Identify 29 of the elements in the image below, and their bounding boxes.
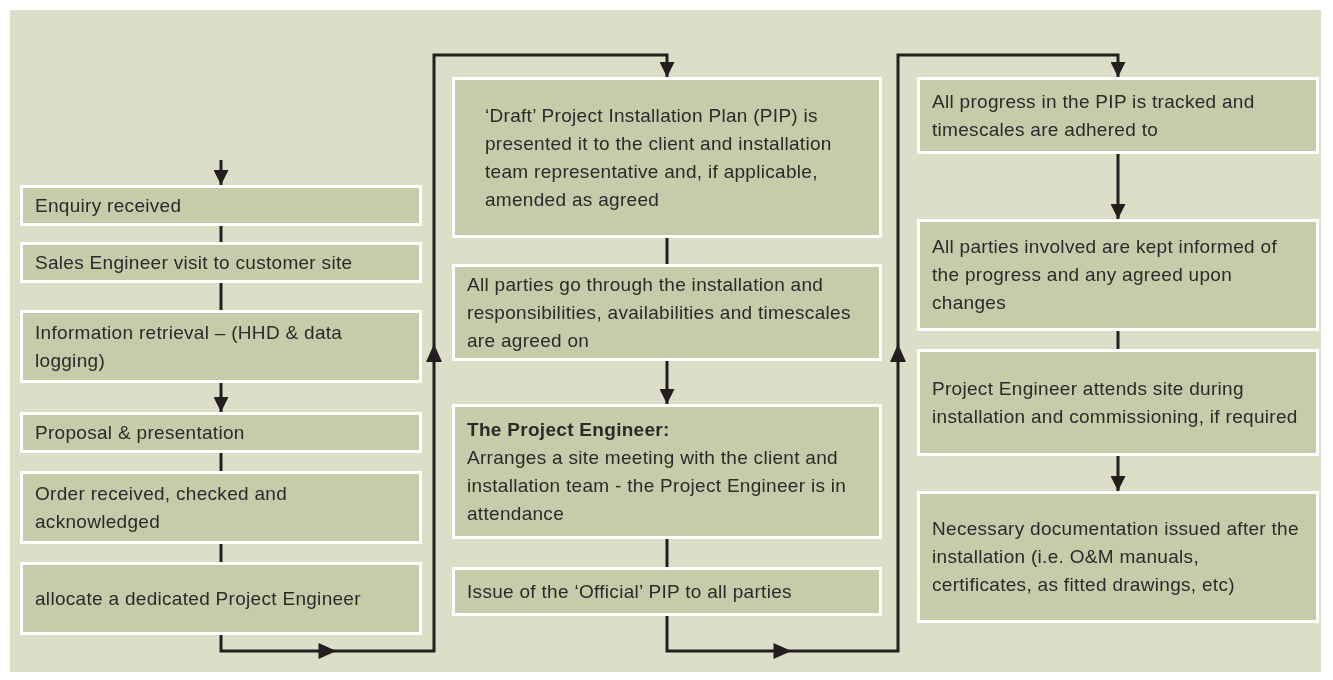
box-heading: The Project Engineer: — [467, 417, 671, 442]
process-box — [20, 310, 422, 383]
process-box — [20, 471, 422, 544]
step-text: ‘Draft’ Project Installation Plan (PIP) is presented it to the client and installation team representative and, if applicable, amended as agreed — [485, 103, 833, 212]
step-text: Sales Engineer visit to customer site — [35, 250, 354, 275]
step-text: Information retrieval – (HHD & data logging) — [35, 320, 344, 373]
step-text: Project Engineer attends site during installation and commissioning, if required — [932, 376, 1299, 429]
process-box — [917, 491, 1319, 623]
process-box — [917, 219, 1319, 331]
step-text: All parties go through the installation and responsibilities, availabilities and timescales are agreed on — [467, 272, 852, 353]
step-text: allocate a dedicated Project Engineer — [35, 586, 362, 611]
step-text: Issue of the ‘Official’ PIP to all parties — [467, 579, 793, 604]
process-box — [20, 562, 422, 635]
step-text: Enquiry received — [35, 193, 183, 218]
step-text: Arranges a site meeting with the client and installation team - the Project Engineer is in attendance — [467, 445, 848, 526]
process-box — [20, 185, 422, 226]
step-text: Necessary documentation issued after the installation (i.e. O&M manuals, certificates, as fitted drawings, etc) — [932, 517, 1300, 597]
process-box — [20, 412, 422, 453]
process-box — [917, 349, 1319, 456]
process-box — [452, 404, 882, 539]
step-text: Order received, checked and acknowledged — [35, 481, 289, 534]
process-box — [20, 242, 422, 283]
process-box — [452, 264, 882, 361]
process-box — [917, 77, 1319, 154]
process-box — [452, 77, 882, 238]
step-text: All progress in the PIP is tracked and timescales are adhered to — [932, 89, 1256, 142]
step-text: Proposal & presentation — [35, 420, 246, 445]
step-text: All parties involved are kept informed of the progress and any agreed upon changes — [932, 235, 1278, 315]
process-box — [452, 567, 882, 616]
